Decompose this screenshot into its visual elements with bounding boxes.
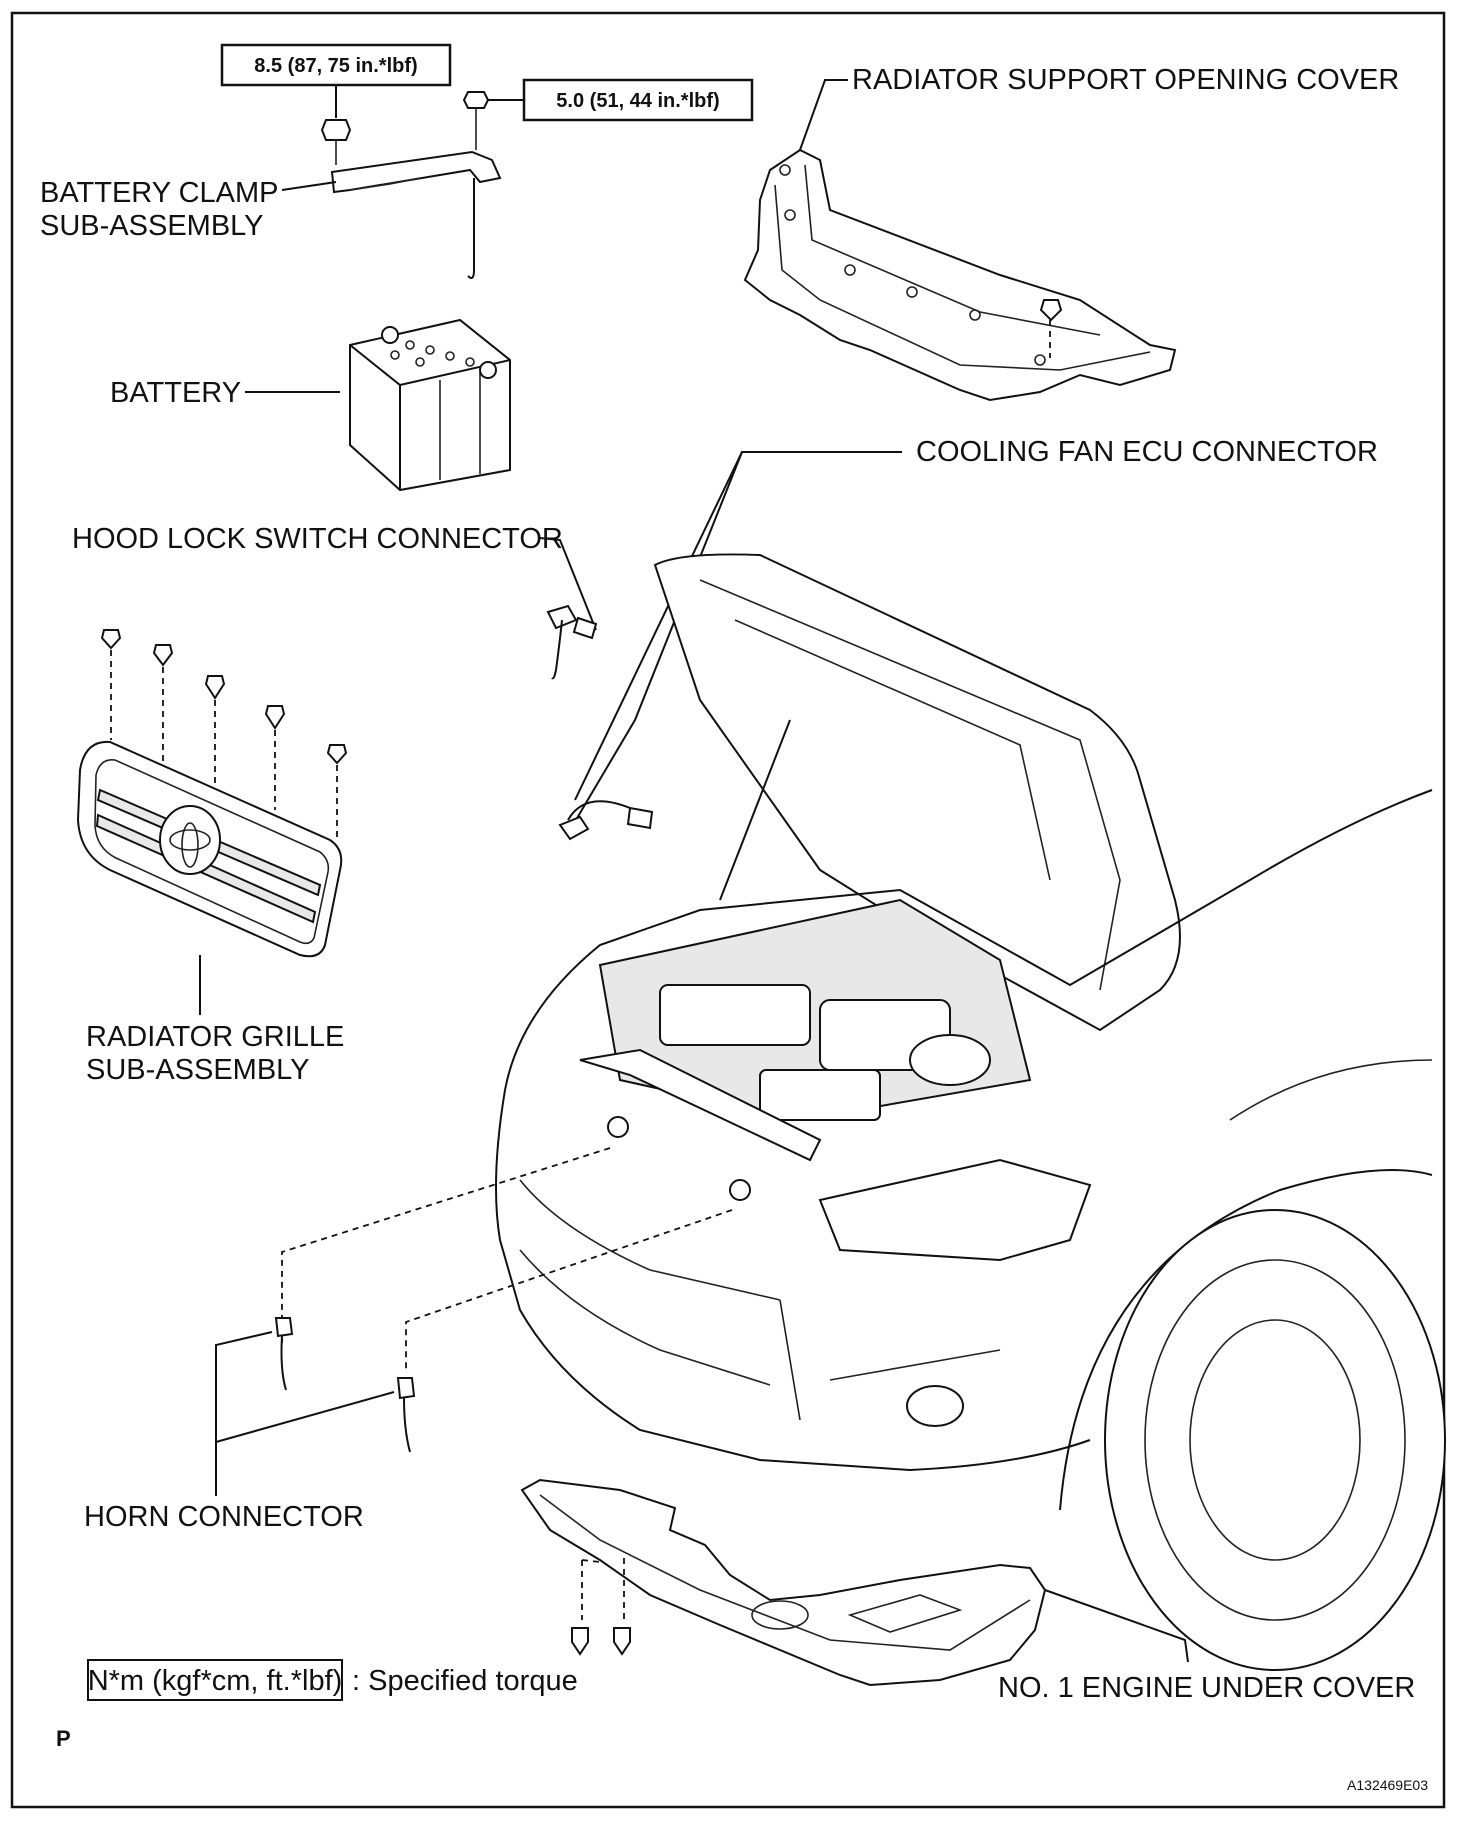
horn-mount-icon [729, 1179, 751, 1201]
legend-unit-box [87, 1659, 343, 1701]
torque-value-clamp-nut: 5.0 (51, 44 in.*lbf) [556, 90, 719, 112]
leader-line [799, 79, 848, 151]
connector-icon [558, 815, 590, 841]
hood-stay [719, 719, 791, 901]
clip-icon [1039, 299, 1063, 322]
front-tire [1104, 1209, 1446, 1671]
connector-icon [626, 806, 654, 830]
radiator-support [579, 1048, 822, 1162]
battery-case [349, 318, 511, 492]
battery-terminal-icon [381, 326, 399, 344]
connector-icon [572, 616, 598, 640]
connector-icon [546, 604, 578, 630]
under-cover-panel [520, 1478, 1047, 1687]
connector-icon [274, 1317, 294, 1338]
leader-line [1044, 1589, 1189, 1663]
legend-description: : Specified torque [352, 1665, 578, 1697]
label-radiator-support-cover: RADIATOR SUPPORT OPENING COVER [852, 64, 1399, 96]
engine-under-cover-drawing [520, 1478, 1189, 1687]
fog-lamp [906, 1385, 964, 1427]
cooling-fan-connector-drawing [558, 800, 654, 841]
battery-terminal-icon [479, 361, 497, 379]
cover-panel [743, 148, 1177, 402]
horn-connector-drawing [215, 1147, 733, 1496]
battery-drawing [245, 318, 511, 492]
leader-line [281, 181, 337, 191]
connector-icon [396, 1377, 416, 1400]
vehicle-front-drawing [495, 553, 1446, 1671]
clamp-bolt-icon [320, 119, 352, 141]
grille-clip-icon [100, 629, 348, 840]
clamp-bar [330, 150, 502, 194]
legend-unit: N*m (kgf*cm, ft.*lbf) [88, 1665, 343, 1697]
label-battery: BATTERY [110, 377, 241, 409]
torque-callout-clamp-nut: 5.0 (51, 44 in.*lbf) [484, 78, 754, 122]
label-horn-connector: HORN CONNECTOR [84, 1501, 364, 1533]
label-battery-clamp-line1: BATTERY CLAMP [40, 177, 279, 209]
page-mark: P [56, 1726, 71, 1751]
under-cover-bolt-icon [571, 1627, 589, 1656]
headlamp [818, 1158, 1092, 1262]
radiator-grille-drawing [76, 629, 348, 1015]
toyota-emblem [159, 805, 221, 875]
leader-line [539, 537, 597, 631]
torque-value-clamp-bolt: 8.5 (87, 75 in.*lbf) [254, 55, 417, 77]
clamp-hook-rod [467, 178, 475, 279]
hood-lock-connector-drawing [546, 604, 598, 680]
horn-mount-icon [607, 1116, 629, 1138]
figure-id: A132469E03 [1347, 1777, 1428, 1793]
radiator-support-cover-drawing [743, 79, 1177, 402]
label-radiator-grille-line1: RADIATOR GRILLE [86, 1021, 344, 1053]
label-radiator-grille-line2: SUB-ASSEMBLY [86, 1054, 309, 1086]
torque-callout-clamp-bolt: 8.5 (87, 75 in.*lbf) [220, 43, 452, 118]
label-battery-clamp-line2: SUB-ASSEMBLY [40, 210, 263, 242]
leader-line [215, 1331, 273, 1496]
label-engine-under-cover: NO. 1 ENGINE UNDER COVER [998, 1672, 1415, 1704]
under-cover-bolt-icon [613, 1627, 631, 1656]
leader-line [569, 451, 743, 831]
battery-clamp-drawing [281, 91, 502, 279]
label-cooling-fan-ecu-connector: COOLING FAN ECU CONNECTOR [916, 436, 1378, 468]
torque-legend: N*m (kgf*cm, ft.*lbf) : Specified torque [87, 1659, 578, 1701]
leader-line [215, 1391, 395, 1443]
label-hood-lock-switch-connector: HOOD LOCK SWITCH CONNECTOR [72, 523, 563, 555]
clamp-nut-icon [462, 91, 490, 109]
page-frame [10, 11, 1446, 1809]
